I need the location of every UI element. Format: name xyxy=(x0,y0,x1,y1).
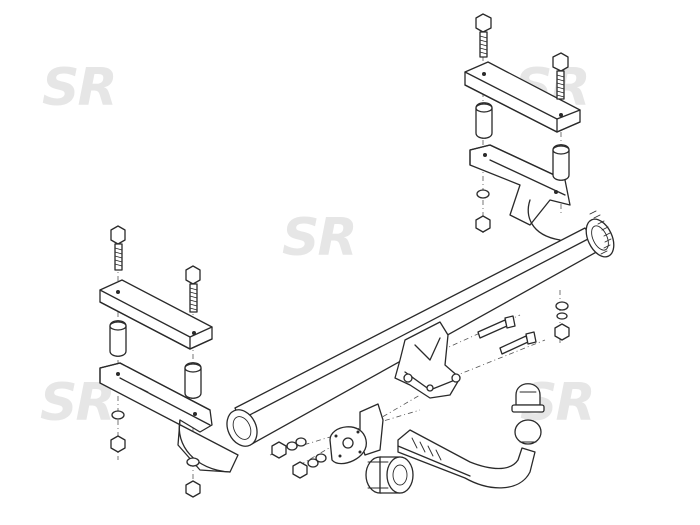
tow-ball-cap xyxy=(511,383,545,413)
bolts-and-nuts xyxy=(475,13,570,355)
right-clamp-plate xyxy=(464,61,581,181)
electrical-socket xyxy=(365,456,414,494)
bolts-and-nuts xyxy=(110,225,327,498)
ball-mount-bracket xyxy=(394,321,461,399)
right-side-bracket xyxy=(469,144,571,241)
left-side-bracket xyxy=(99,362,239,473)
watermark-logo: SR xyxy=(42,58,116,118)
left-clamp-plate xyxy=(99,279,213,399)
watermark-logo: SR xyxy=(282,208,356,268)
socket-mounting-plate xyxy=(329,403,384,465)
tow-ball-neck xyxy=(397,419,542,489)
